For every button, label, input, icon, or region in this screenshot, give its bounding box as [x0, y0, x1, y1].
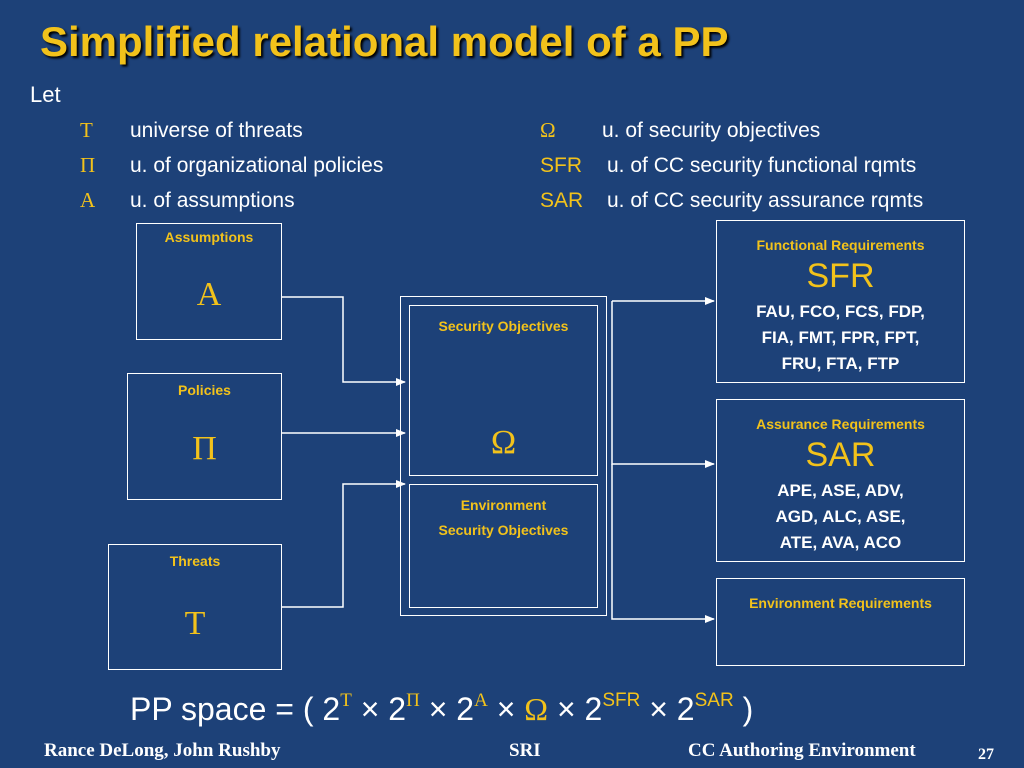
- threats-label: Threats: [169, 553, 221, 569]
- formula-sup-sfr: SFR: [602, 690, 641, 711]
- assurance-classes-line: APE, ASE, ADV,: [777, 481, 904, 500]
- environment-objectives-label-1: Environment: [460, 497, 547, 513]
- footer-project: CC Authoring Environment: [688, 740, 916, 761]
- functional-classes-line: FRU, FTA, FTP: [781, 354, 900, 373]
- arrow-threats-to-objectives: [282, 480, 406, 608]
- def-assumption-text: u. of assumptions: [130, 189, 295, 212]
- formula-times: ×: [487, 691, 525, 727]
- assumptions-label: Assumptions: [164, 229, 254, 245]
- def-sfr-symbol: SFR: [540, 154, 582, 177]
- policies-symbol: Π: [192, 430, 217, 467]
- formula-prefix: PP space = ( 2: [130, 691, 341, 727]
- def-threat-text: universe of threats: [130, 119, 303, 142]
- environment-objectives-box: Environment Security Objectives: [409, 484, 598, 608]
- threats-symbol: T: [184, 605, 206, 642]
- policies-box: Policies Π: [127, 373, 282, 500]
- environment-requirements-box: Environment Requirements: [716, 578, 965, 666]
- assurance-requirements-label: Assurance Requirements: [756, 416, 925, 432]
- arrow-assumptions-to-objectives: [282, 296, 406, 386]
- formula-times: × 2: [640, 691, 695, 727]
- arrow-to-environment-req: [611, 464, 715, 623]
- def-policy-text: u. of organizational policies: [130, 154, 384, 177]
- formula-sup-policies: Π: [406, 690, 420, 711]
- formula-sup-assumptions: A: [474, 690, 488, 711]
- security-objectives-box: Security Objectives Ω: [409, 305, 598, 476]
- functional-classes-list: FAU, FCO, FCS, FDP, FIA, FMT, FPR, FPT, …: [717, 299, 964, 377]
- def-sar-text: u. of CC security assurance rqmts: [607, 189, 924, 212]
- assurance-classes-line: AGD, ALC, ASE,: [775, 507, 906, 526]
- policies-label: Policies: [178, 382, 231, 398]
- threats-box: Threats T: [108, 544, 282, 670]
- formula-times: × 2: [419, 691, 475, 727]
- def-threat-symbol: T: [80, 118, 93, 142]
- let-label: Let: [30, 82, 61, 107]
- formula-suffix: ): [733, 691, 754, 727]
- functional-requirements-box: Functional Requirements SFR FAU, FCO, FC…: [716, 220, 965, 383]
- page-number: 27: [978, 746, 994, 763]
- security-objectives-label: Security Objectives: [438, 318, 569, 334]
- environment-requirements-label: Environment Requirements: [749, 595, 932, 611]
- def-objective-text: u. of security objectives: [602, 119, 821, 142]
- functional-classes-line: FIA, FMT, FPR, FPT,: [761, 328, 920, 347]
- def-sfr-text: u. of CC security functional rqmts: [607, 154, 917, 177]
- environment-objectives-label-2: Security Objectives: [438, 522, 569, 538]
- functional-classes-line: FAU, FCO, FCS, FDP,: [756, 302, 925, 321]
- sar-abbreviation: SAR: [805, 436, 876, 474]
- assurance-classes-list: APE, ASE, ADV, AGD, ALC, ASE, ATE, AVA, …: [717, 478, 964, 556]
- def-objective-symbol: Ω: [540, 118, 556, 142]
- assumptions-box: Assumptions A: [136, 223, 282, 340]
- sfr-abbreviation: SFR: [806, 257, 875, 295]
- formula-sup-sar: SAR: [694, 690, 734, 711]
- formula-times: × 2: [351, 691, 407, 727]
- functional-requirements-label: Functional Requirements: [756, 237, 925, 253]
- def-sar-symbol: SAR: [540, 189, 584, 212]
- arrow-to-assurance: [611, 301, 715, 468]
- assurance-requirements-box: Assurance Requirements SAR APE, ASE, ADV…: [716, 399, 965, 562]
- assumptions-symbol: A: [196, 276, 222, 313]
- footer-authors: Rance DeLong, John Rushby: [44, 740, 281, 761]
- def-assumption-symbol: A: [80, 188, 96, 212]
- formula-times: × 2: [548, 691, 603, 727]
- footer-org: SRI: [509, 740, 541, 761]
- security-objectives-symbol: Ω: [490, 424, 517, 461]
- objectives-container: [400, 296, 607, 616]
- pp-space-formula: PP space = ( 2T × 2Π × 2A × Ω × 2SFR × 2…: [130, 690, 753, 728]
- formula-sup-threats: T: [340, 690, 352, 711]
- slide-title: Simplified relational model of a PP: [40, 18, 729, 65]
- formula-omega: Ω: [524, 691, 549, 727]
- assurance-classes-line: ATE, AVA, ACO: [779, 533, 902, 552]
- def-policy-symbol: Π: [80, 153, 96, 177]
